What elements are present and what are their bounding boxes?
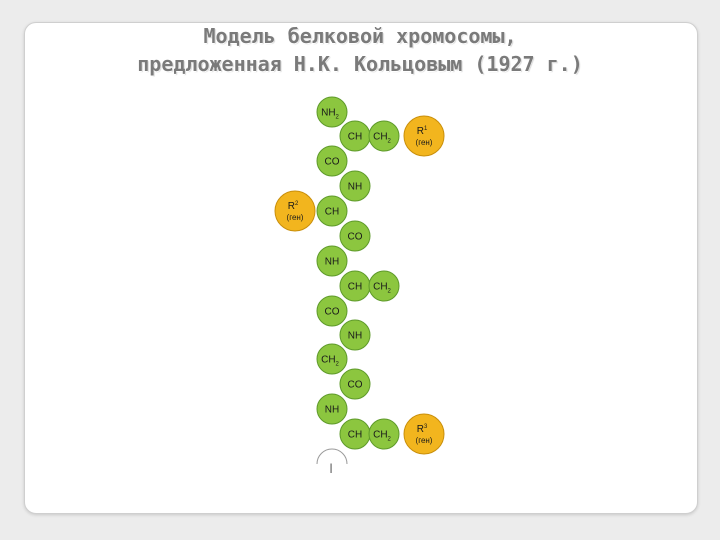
group-circle bbox=[316, 145, 348, 177]
group-label: CH2 bbox=[321, 355, 339, 368]
group-label: CH2 bbox=[373, 132, 391, 145]
group-label: CO bbox=[348, 232, 363, 243]
group-label: CH2 bbox=[373, 430, 391, 443]
gene-symbol: R3 bbox=[417, 424, 428, 435]
continuation-arc bbox=[316, 448, 348, 465]
gene-note: (ген) bbox=[416, 436, 433, 445]
group-label: CO bbox=[325, 157, 340, 168]
group-label: CH bbox=[348, 132, 362, 143]
ch2-1-node: CH2 bbox=[368, 120, 400, 152]
r2-gene: R2(ген) bbox=[274, 190, 316, 232]
nh-4-node: NH bbox=[316, 393, 348, 425]
group-circle bbox=[368, 120, 400, 152]
group-label: CO bbox=[348, 380, 363, 391]
nh-2-node: NH bbox=[316, 245, 348, 277]
group-circle bbox=[316, 343, 348, 375]
group-circle bbox=[316, 96, 348, 128]
group-circle bbox=[339, 319, 371, 351]
group-label: CH bbox=[348, 430, 362, 441]
group-circle bbox=[339, 170, 371, 202]
co-3-node: CO bbox=[316, 295, 348, 327]
group-circle bbox=[368, 418, 400, 450]
ch-2-node: CH bbox=[316, 195, 348, 227]
ch-3-node: CH bbox=[339, 270, 371, 302]
nh-1-node: NH bbox=[339, 170, 371, 202]
gene-symbol: R2 bbox=[288, 201, 299, 212]
ch2-3-node: CH2 bbox=[316, 343, 348, 375]
r1-gene: R1(ген) bbox=[403, 115, 445, 157]
gene-note: (ген) bbox=[287, 213, 304, 222]
group-circle bbox=[316, 245, 348, 277]
group-label: NH bbox=[325, 405, 339, 416]
group-label: CH2 bbox=[373, 282, 391, 295]
group-circle bbox=[339, 368, 371, 400]
gene-note: (ген) bbox=[416, 138, 433, 147]
co-2-node: CO bbox=[339, 220, 371, 252]
group-circle bbox=[316, 295, 348, 327]
group-circle bbox=[339, 220, 371, 252]
ch2-4-node: CH2 bbox=[368, 418, 400, 450]
group-label: CH bbox=[325, 207, 339, 218]
group-label: NH2 bbox=[321, 108, 339, 121]
nh2-top-node: NH2 bbox=[316, 96, 348, 128]
slide-title: Модель белковой хромосомы, предложенная … bbox=[0, 22, 720, 78]
chain-continuation-node: | bbox=[316, 448, 348, 474]
ch2-2-node: CH2 bbox=[368, 270, 400, 302]
continuation-mark: | bbox=[330, 463, 333, 474]
gene-circle bbox=[274, 190, 316, 232]
r3-gene: R3(ген) bbox=[403, 413, 445, 455]
title-line-2: предложенная Н.К. Кольцовым (1927 г.) bbox=[137, 52, 583, 76]
group-label: CH bbox=[348, 282, 362, 293]
gene-circle bbox=[403, 413, 445, 455]
group-circle bbox=[316, 195, 348, 227]
title-line-1: Модель белковой хромосомы, bbox=[203, 24, 517, 48]
gene-circle bbox=[403, 115, 445, 157]
group-circle bbox=[368, 270, 400, 302]
ch-1-node: CH bbox=[339, 120, 371, 152]
nh-3-node: NH bbox=[339, 319, 371, 351]
group-label: NH bbox=[348, 331, 362, 342]
co-4-node: CO bbox=[339, 368, 371, 400]
group-label: NH bbox=[325, 257, 339, 268]
group-label: NH bbox=[348, 182, 362, 193]
gene-symbol: R1 bbox=[417, 126, 428, 137]
ch-4-node: CH bbox=[339, 418, 371, 450]
co-1-node: CO bbox=[316, 145, 348, 177]
group-label: CO bbox=[325, 307, 340, 318]
group-circle bbox=[316, 393, 348, 425]
